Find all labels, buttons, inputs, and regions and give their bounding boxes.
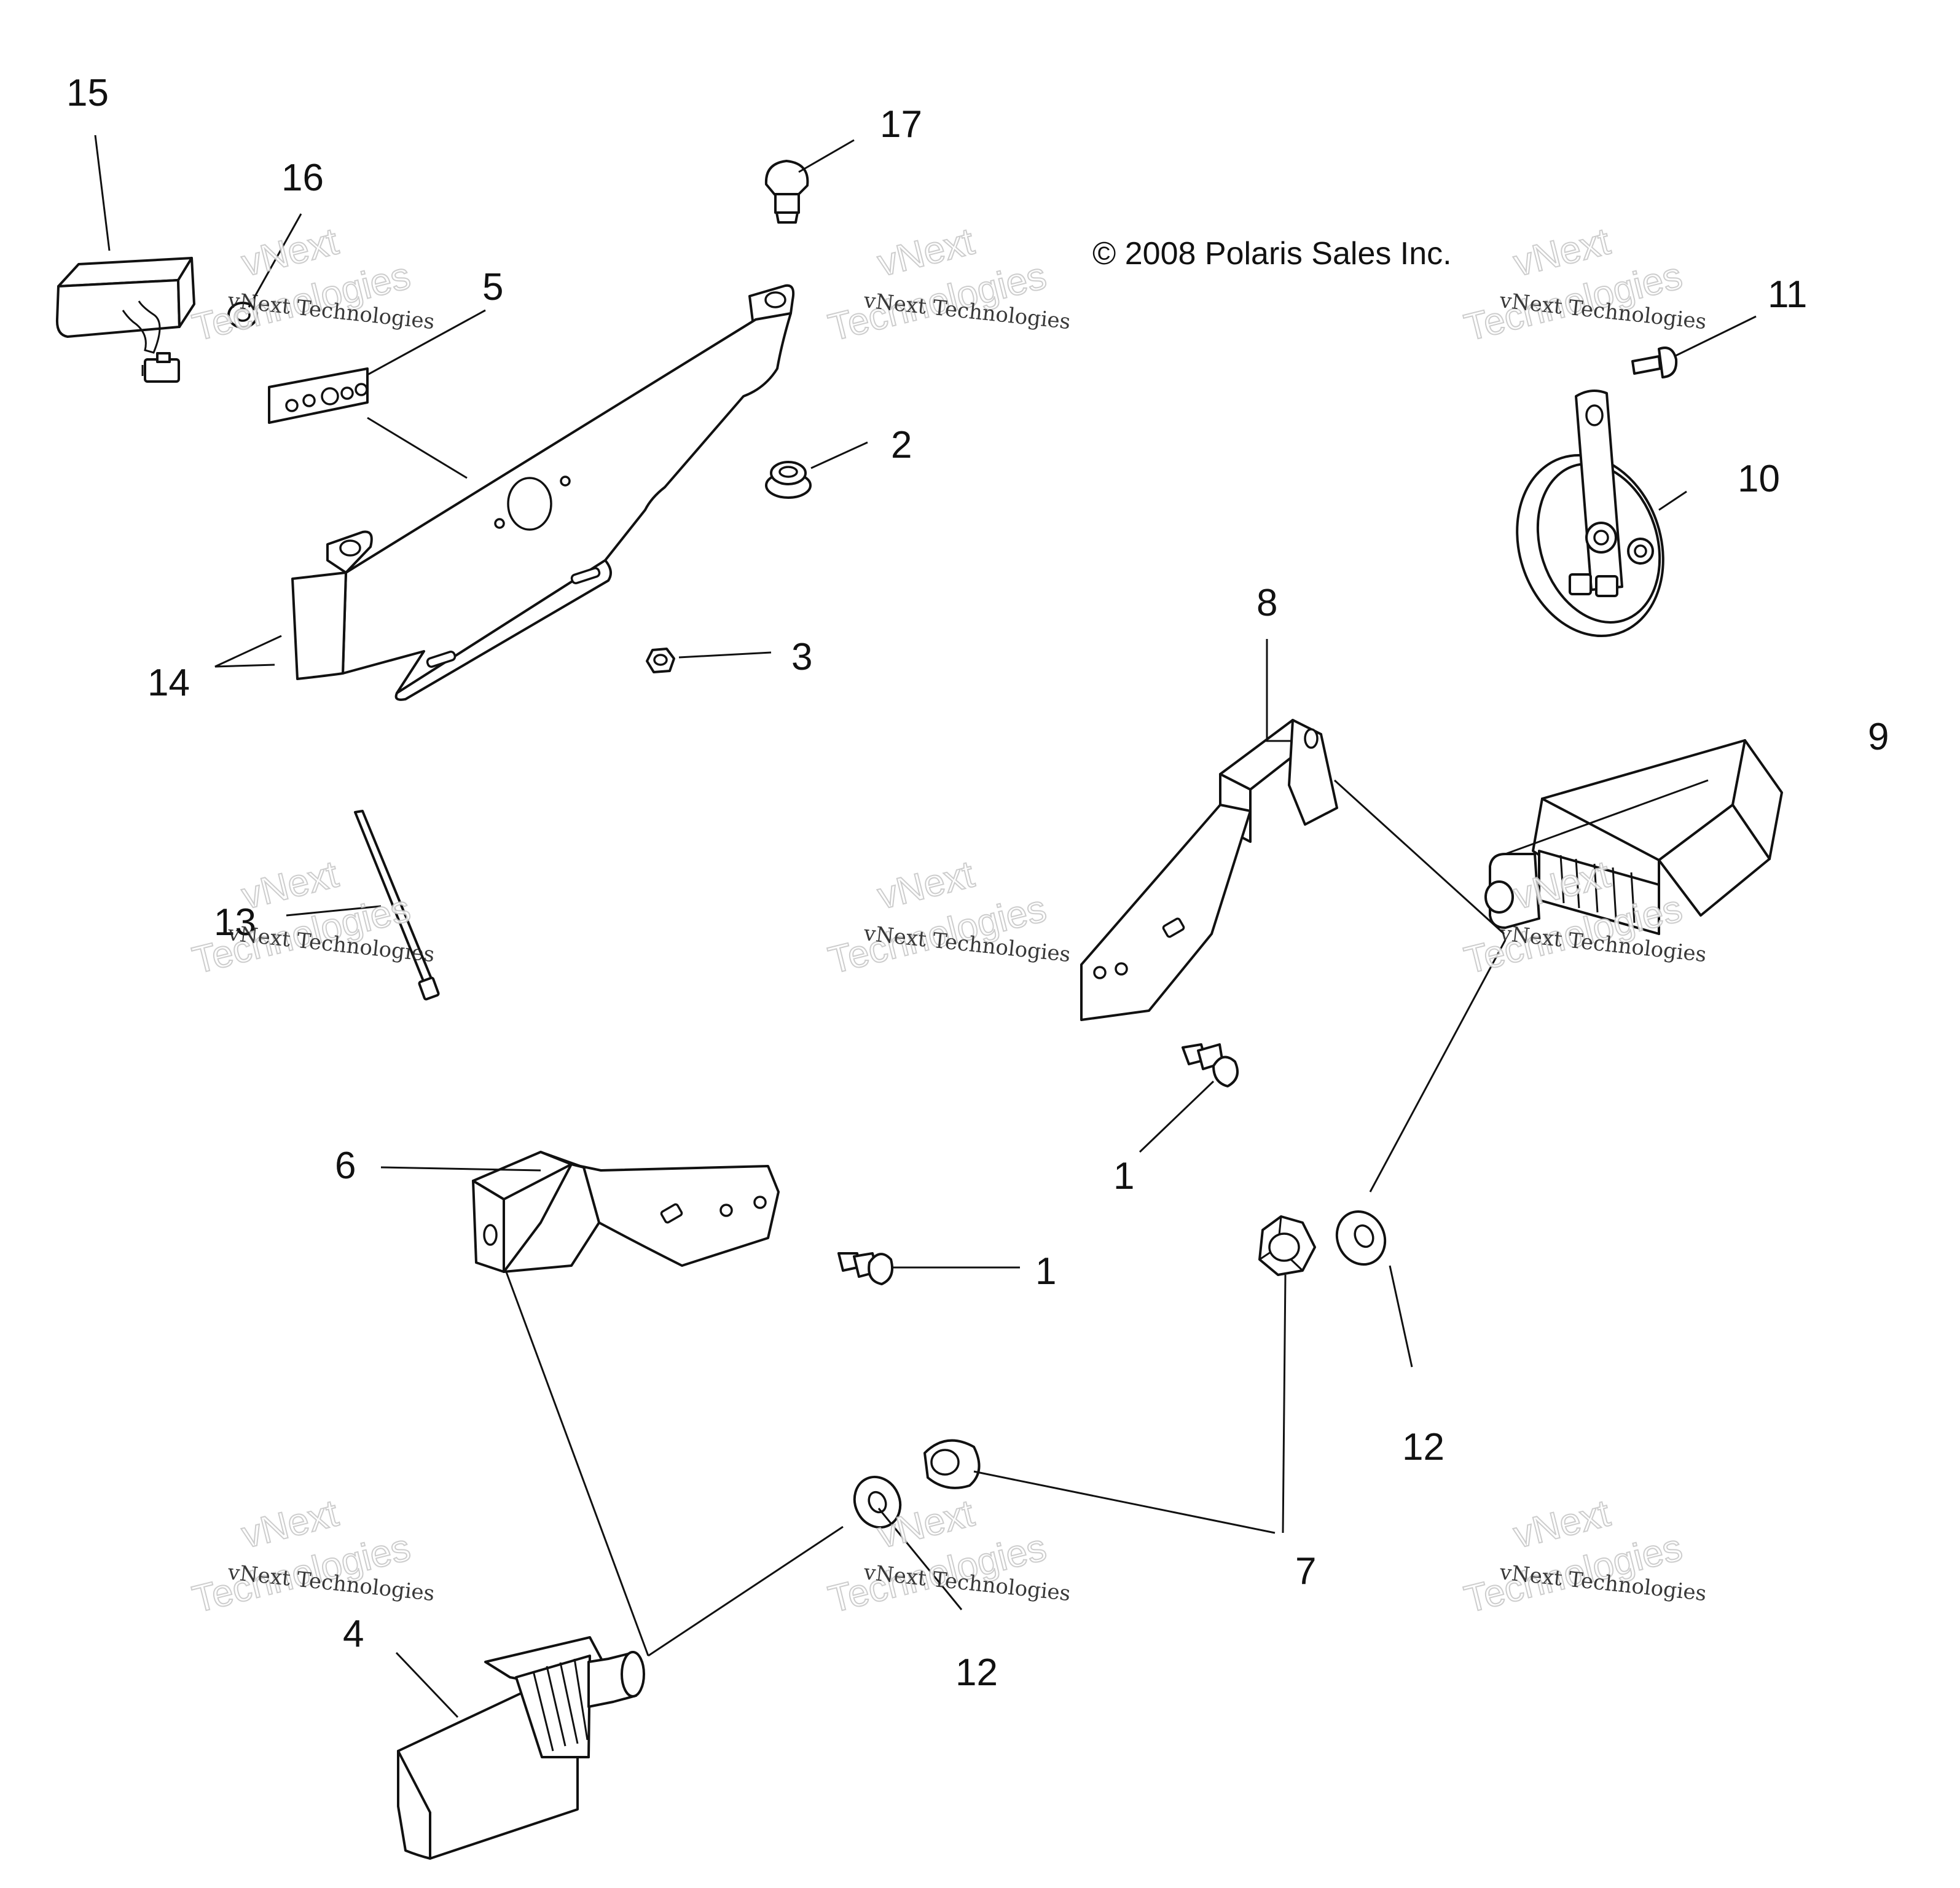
copyright-text: © 2008 Polaris Sales Inc. <box>1092 236 1452 272</box>
watermark: vNext Technologies vNext Technologies <box>824 219 1072 350</box>
watermark: vNext Technologies vNext Technologies <box>824 852 1072 982</box>
grommet <box>227 302 258 329</box>
callout-12-lower: 12 <box>955 1651 998 1694</box>
callout-15: 15 <box>66 72 109 114</box>
bracket-6 <box>472 1151 780 1273</box>
license-plate-light <box>55 257 195 383</box>
callout-8: 8 <box>1256 582 1277 624</box>
callout-17: 17 <box>880 103 922 146</box>
screw-1-upper <box>1182 1043 1239 1087</box>
screw-17 <box>764 160 809 224</box>
callout-4: 4 <box>343 1613 364 1655</box>
callout-1-upper: 1 <box>1113 1155 1134 1197</box>
screw-1-lower <box>837 1252 894 1285</box>
callout-9: 9 <box>1868 716 1889 758</box>
callout-10: 10 <box>1738 458 1780 500</box>
callout-16: 16 <box>281 157 324 199</box>
bracket-plate-5 <box>268 367 369 424</box>
callout-12-right: 12 <box>1402 1426 1445 1468</box>
watermark: vNext Technologies vNext Technologies <box>188 219 436 350</box>
watermark-group: vNext Technologies vNext Technologies vN… <box>188 219 1707 1621</box>
bracket-8 <box>1080 719 1338 1021</box>
callout-13: 13 <box>214 901 256 944</box>
washer-12-lower <box>853 1476 902 1529</box>
copyright-notice: © 2008 Polaris Sales Inc. <box>1092 236 1452 272</box>
horn <box>1516 390 1664 638</box>
cable-tie <box>354 810 440 1001</box>
nut-2 <box>765 461 812 499</box>
nut-3 <box>646 648 675 673</box>
callout-numbers: 15 16 17 5 2 3 14 11 10 8 9 13 1 1 6 12 … <box>66 72 1889 1694</box>
callout-7: 7 <box>1295 1550 1316 1592</box>
callout-3: 3 <box>791 636 812 678</box>
nut-7-lower <box>923 1439 981 1489</box>
watermark: vNext Technologies vNext Technologies <box>1460 219 1707 350</box>
leader-lines <box>94 135 1757 1718</box>
watermark: vNext Technologies vNext Technologies <box>1460 1491 1707 1621</box>
callout-14: 14 <box>147 662 190 704</box>
callout-5: 5 <box>482 266 503 308</box>
license-bracket-14 <box>291 284 795 701</box>
washer-12-right <box>1335 1210 1387 1266</box>
callout-1-lower: 1 <box>1035 1250 1056 1293</box>
screw-11 <box>1631 347 1678 378</box>
callout-2: 2 <box>891 424 912 466</box>
nut-7-right <box>1258 1215 1316 1276</box>
turn-signal-4 <box>397 1636 645 1860</box>
turn-signal-9 <box>1484 739 1783 935</box>
watermark: vNext Technologies vNext Technologies <box>188 1491 436 1621</box>
callout-11: 11 <box>1768 273 1807 316</box>
callout-6: 6 <box>335 1145 356 1187</box>
